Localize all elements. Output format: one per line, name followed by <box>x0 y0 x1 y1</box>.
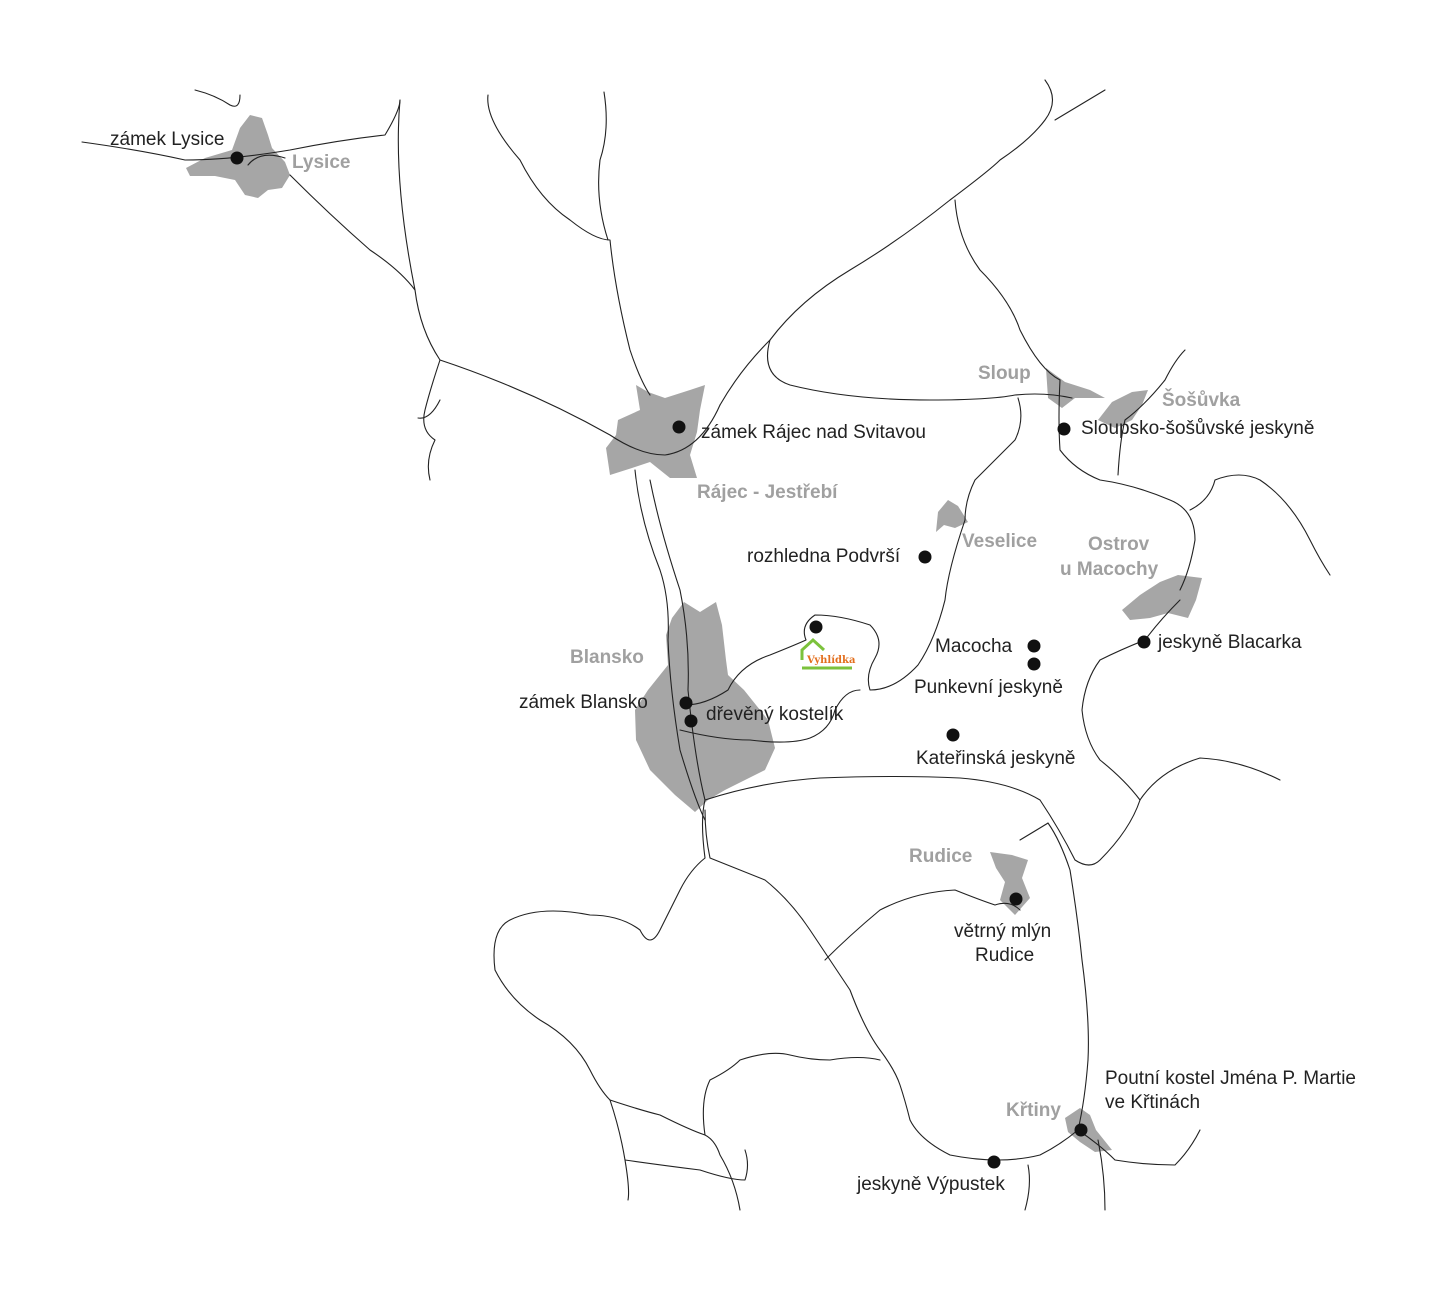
poi-label-mlyn-line2: Rudice <box>975 945 1034 966</box>
area-blansko <box>635 602 775 812</box>
poi-dot-zamek-lysice[interactable] <box>230 151 244 165</box>
poi-dots <box>230 151 1151 1169</box>
town-label-blansko: Blansko <box>570 647 644 668</box>
area-krtiny <box>1065 1108 1112 1152</box>
poi-label-vypustek: jeskyně Výpustek <box>856 1174 1005 1195</box>
poi-dot-zamek-blansko[interactable] <box>679 696 693 710</box>
town-label-krtiny: Křtiny <box>1006 1100 1061 1121</box>
poi-label-kostel-line2: ve Křtinách <box>1105 1092 1200 1113</box>
poi-dot-sloupsko[interactable] <box>1057 422 1071 436</box>
town-label-ostrov-line2: u Macochy <box>1060 559 1159 580</box>
poi-dot-kostelik[interactable] <box>684 714 698 728</box>
town-label-rudice: Rudice <box>909 846 972 867</box>
town-label-ostrov-line1: Ostrov <box>1088 534 1150 555</box>
settlement-areas <box>186 115 1202 1152</box>
poi-dot-zamek-rajec[interactable] <box>672 420 686 434</box>
poi-label-punkevni: Punkevní jeskyně <box>914 677 1063 698</box>
poi-label-zamek-rajec: zámek Rájec nad Svitavou <box>701 422 926 443</box>
poi-label-rozhledna: rozhledna Podvrší <box>747 546 901 567</box>
poi-dot-kostel-krtiny[interactable] <box>1074 1123 1088 1137</box>
town-labels: Lysice Rájec - Jestřebí Blansko Sloup Šo… <box>292 152 1241 1121</box>
town-label-sosuvka: Šošůvka <box>1162 389 1241 411</box>
poi-dot-blacarka[interactable] <box>1137 635 1151 649</box>
town-label-lysice: Lysice <box>292 152 350 173</box>
area-veselice <box>936 500 968 532</box>
area-rajec <box>606 385 705 478</box>
poi-label-zamek-blansko: zámek Blansko <box>519 692 648 713</box>
poi-label-sloupsko: Sloupsko-šošůvské jeskyně <box>1081 418 1314 439</box>
poi-dot-vyhlidka[interactable] <box>809 620 823 634</box>
poi-label-zamek-lysice: zámek Lysice <box>110 129 224 150</box>
poi-dot-punkevni[interactable] <box>1027 657 1041 671</box>
area-sloup <box>1046 368 1105 408</box>
poi-label-katerinska: Kateřinská jeskyně <box>916 748 1075 769</box>
town-label-rajec: Rájec - Jestřebí <box>697 482 838 503</box>
area-rudice <box>990 852 1030 915</box>
roads <box>81 79 1331 1211</box>
poi-dot-rozhledna[interactable] <box>918 550 932 564</box>
poi-label-macocha: Macocha <box>935 636 1013 657</box>
poi-dot-macocha[interactable] <box>1027 639 1041 653</box>
area-sosuvka <box>1098 390 1148 428</box>
vyhlidka-logo[interactable]: Vyhlídka <box>800 637 856 670</box>
poi-dot-vypustek[interactable] <box>987 1155 1001 1169</box>
poi-label-kostelik: dřevěný kostelík <box>706 704 844 725</box>
poi-label-blacarka: jeskyně Blacarka <box>1157 632 1302 653</box>
poi-dot-katerinska[interactable] <box>946 728 960 742</box>
area-ostrov <box>1122 575 1202 620</box>
town-label-veselice: Veselice <box>962 531 1037 552</box>
town-label-sloup: Sloup <box>978 363 1031 384</box>
poi-labels: zámek Lysice zámek Rájec nad Svitavou Sl… <box>110 129 1356 1195</box>
poi-dot-mlyn[interactable] <box>1009 892 1023 906</box>
house-icon <box>800 637 852 670</box>
vyhlidka-logo-text: Vyhlídka <box>806 655 856 666</box>
poi-label-kostel-line1: Poutní kostel Jména P. Martie <box>1105 1068 1356 1089</box>
poi-label-mlyn-line1: větrný mlýn <box>954 921 1051 942</box>
